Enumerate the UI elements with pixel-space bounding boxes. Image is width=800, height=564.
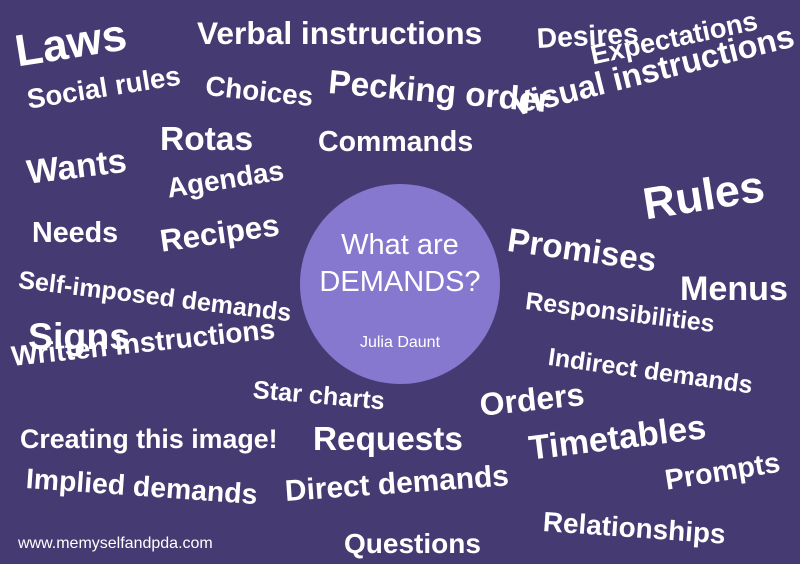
word-rotas: Rotas xyxy=(160,121,254,158)
word-verbal-instructions: Verbal instructions xyxy=(197,15,483,51)
word-rules: Rules xyxy=(639,160,768,230)
word-wants: Wants xyxy=(24,141,129,192)
author-name: Julia Daunt xyxy=(359,334,441,351)
word-promises: Promises xyxy=(505,222,659,280)
word-direct-demands: Direct demands xyxy=(283,459,510,508)
word-agendas: Agendas xyxy=(164,154,286,204)
word-timetables: Timetables xyxy=(526,408,709,468)
word-star-charts: Star charts xyxy=(251,376,386,416)
word-laws: Laws xyxy=(11,9,131,77)
center-title-line2: DEMANDS? xyxy=(319,266,481,298)
word-requests: Requests xyxy=(313,421,463,458)
word-questions: Questions xyxy=(344,528,481,559)
word-needs: Needs xyxy=(32,217,119,249)
word-relationships: Relationships xyxy=(541,506,727,550)
word-orders: Orders xyxy=(477,376,586,423)
word-signs: Signs xyxy=(28,315,131,357)
word-menus: Menus xyxy=(680,270,788,308)
word-commands: Commands xyxy=(318,126,474,158)
word-prompts: Prompts xyxy=(662,446,783,497)
center-title-line1: What are xyxy=(341,229,459,261)
word-creating-this-image: Creating this image! xyxy=(20,424,278,454)
center-circle: What are DEMANDS? Julia Daunt xyxy=(300,184,500,384)
word-implied-demands: Implied demands xyxy=(24,463,259,512)
word-recipes: Recipes xyxy=(157,207,282,259)
word-choices: Choices xyxy=(203,70,315,113)
website-url: www.memyselfandpda.com xyxy=(18,535,213,552)
